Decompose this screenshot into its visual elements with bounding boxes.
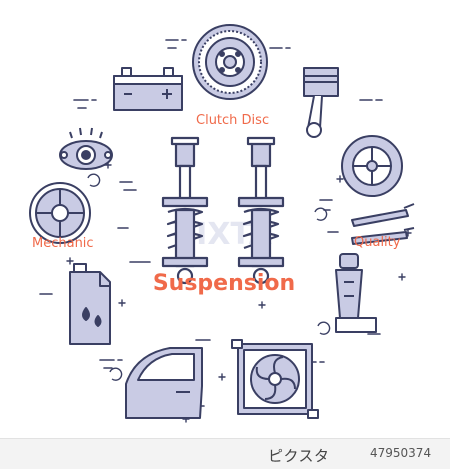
wheel-rim-icon bbox=[29, 182, 91, 244]
shock-absorber-icon bbox=[161, 136, 285, 285]
refresh-arrow-icons bbox=[87, 173, 331, 381]
car-battery-icon bbox=[113, 67, 183, 111]
piston-icon bbox=[303, 67, 339, 138]
tire-icon bbox=[341, 135, 403, 197]
mechanic-label: Mechanic bbox=[32, 236, 94, 251]
wiper-blades-icon bbox=[351, 203, 415, 245]
car-door-icon bbox=[125, 347, 203, 419]
engine-sensor-icon bbox=[59, 127, 113, 170]
suspension-title: Suspension bbox=[153, 271, 295, 296]
radiator-fan-icon bbox=[231, 339, 319, 419]
car-seat-icon bbox=[335, 253, 377, 333]
image-number: 47950374 bbox=[370, 446, 432, 460]
oil-canister-icon bbox=[69, 263, 111, 345]
clutch-disc-label: Clutch Disc bbox=[196, 113, 269, 128]
footer-brand: ピクスタ bbox=[268, 447, 330, 465]
stock-footer: ピクスタ 47950374 bbox=[0, 438, 450, 469]
quality-label: Quality bbox=[354, 235, 401, 250]
clutch-disc-icon bbox=[192, 24, 268, 100]
